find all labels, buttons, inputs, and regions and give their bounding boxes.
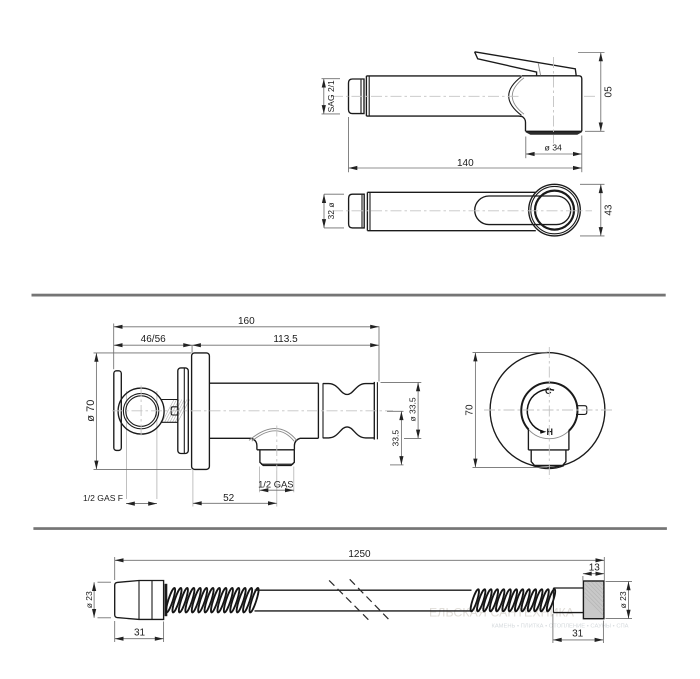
svg-text:ø 34: ø 34	[545, 143, 563, 153]
svg-text:43: 43	[603, 204, 614, 216]
svg-text:31: 31	[572, 629, 584, 640]
svg-text:140: 140	[457, 158, 474, 169]
svg-text:ø 70: ø 70	[85, 400, 97, 422]
svg-text:52: 52	[223, 493, 235, 504]
svg-text:КАМЕНЬ • ПЛИТКА • ОТОПЛЕНИЕ •: КАМЕНЬ • ПЛИТКА • ОТОПЛЕНИЕ • САУНЫ • СП…	[491, 624, 628, 630]
svg-text:13: 13	[589, 563, 601, 574]
svg-text:05: 05	[603, 86, 614, 98]
svg-text:160: 160	[238, 316, 255, 327]
svg-text:1/2 GAS F: 1/2 GAS F	[83, 493, 123, 503]
svg-text:46/56: 46/56	[141, 334, 166, 345]
svg-text:1/2 GAS: 1/2 GAS	[258, 478, 293, 489]
svg-text:113.5: 113.5	[273, 334, 298, 345]
svg-text:ø 23: ø 23	[618, 591, 628, 608]
svg-text:C: C	[545, 386, 552, 396]
svg-text:32 ø: 32 ø	[326, 202, 336, 219]
svg-text:ø 33.5: ø 33.5	[408, 397, 418, 421]
svg-text:70: 70	[465, 404, 476, 416]
svg-text:ЕЛЬСКАЯ САНТЕХНИКА: ЕЛЬСКАЯ САНТЕХНИКА	[429, 606, 575, 620]
svg-text:31: 31	[134, 628, 146, 639]
svg-text:SAG 2/1: SAG 2/1	[326, 80, 336, 112]
svg-text:ø 23: ø 23	[84, 591, 94, 608]
svg-text:33.5: 33.5	[391, 430, 401, 447]
svg-text:1250: 1250	[348, 549, 371, 560]
